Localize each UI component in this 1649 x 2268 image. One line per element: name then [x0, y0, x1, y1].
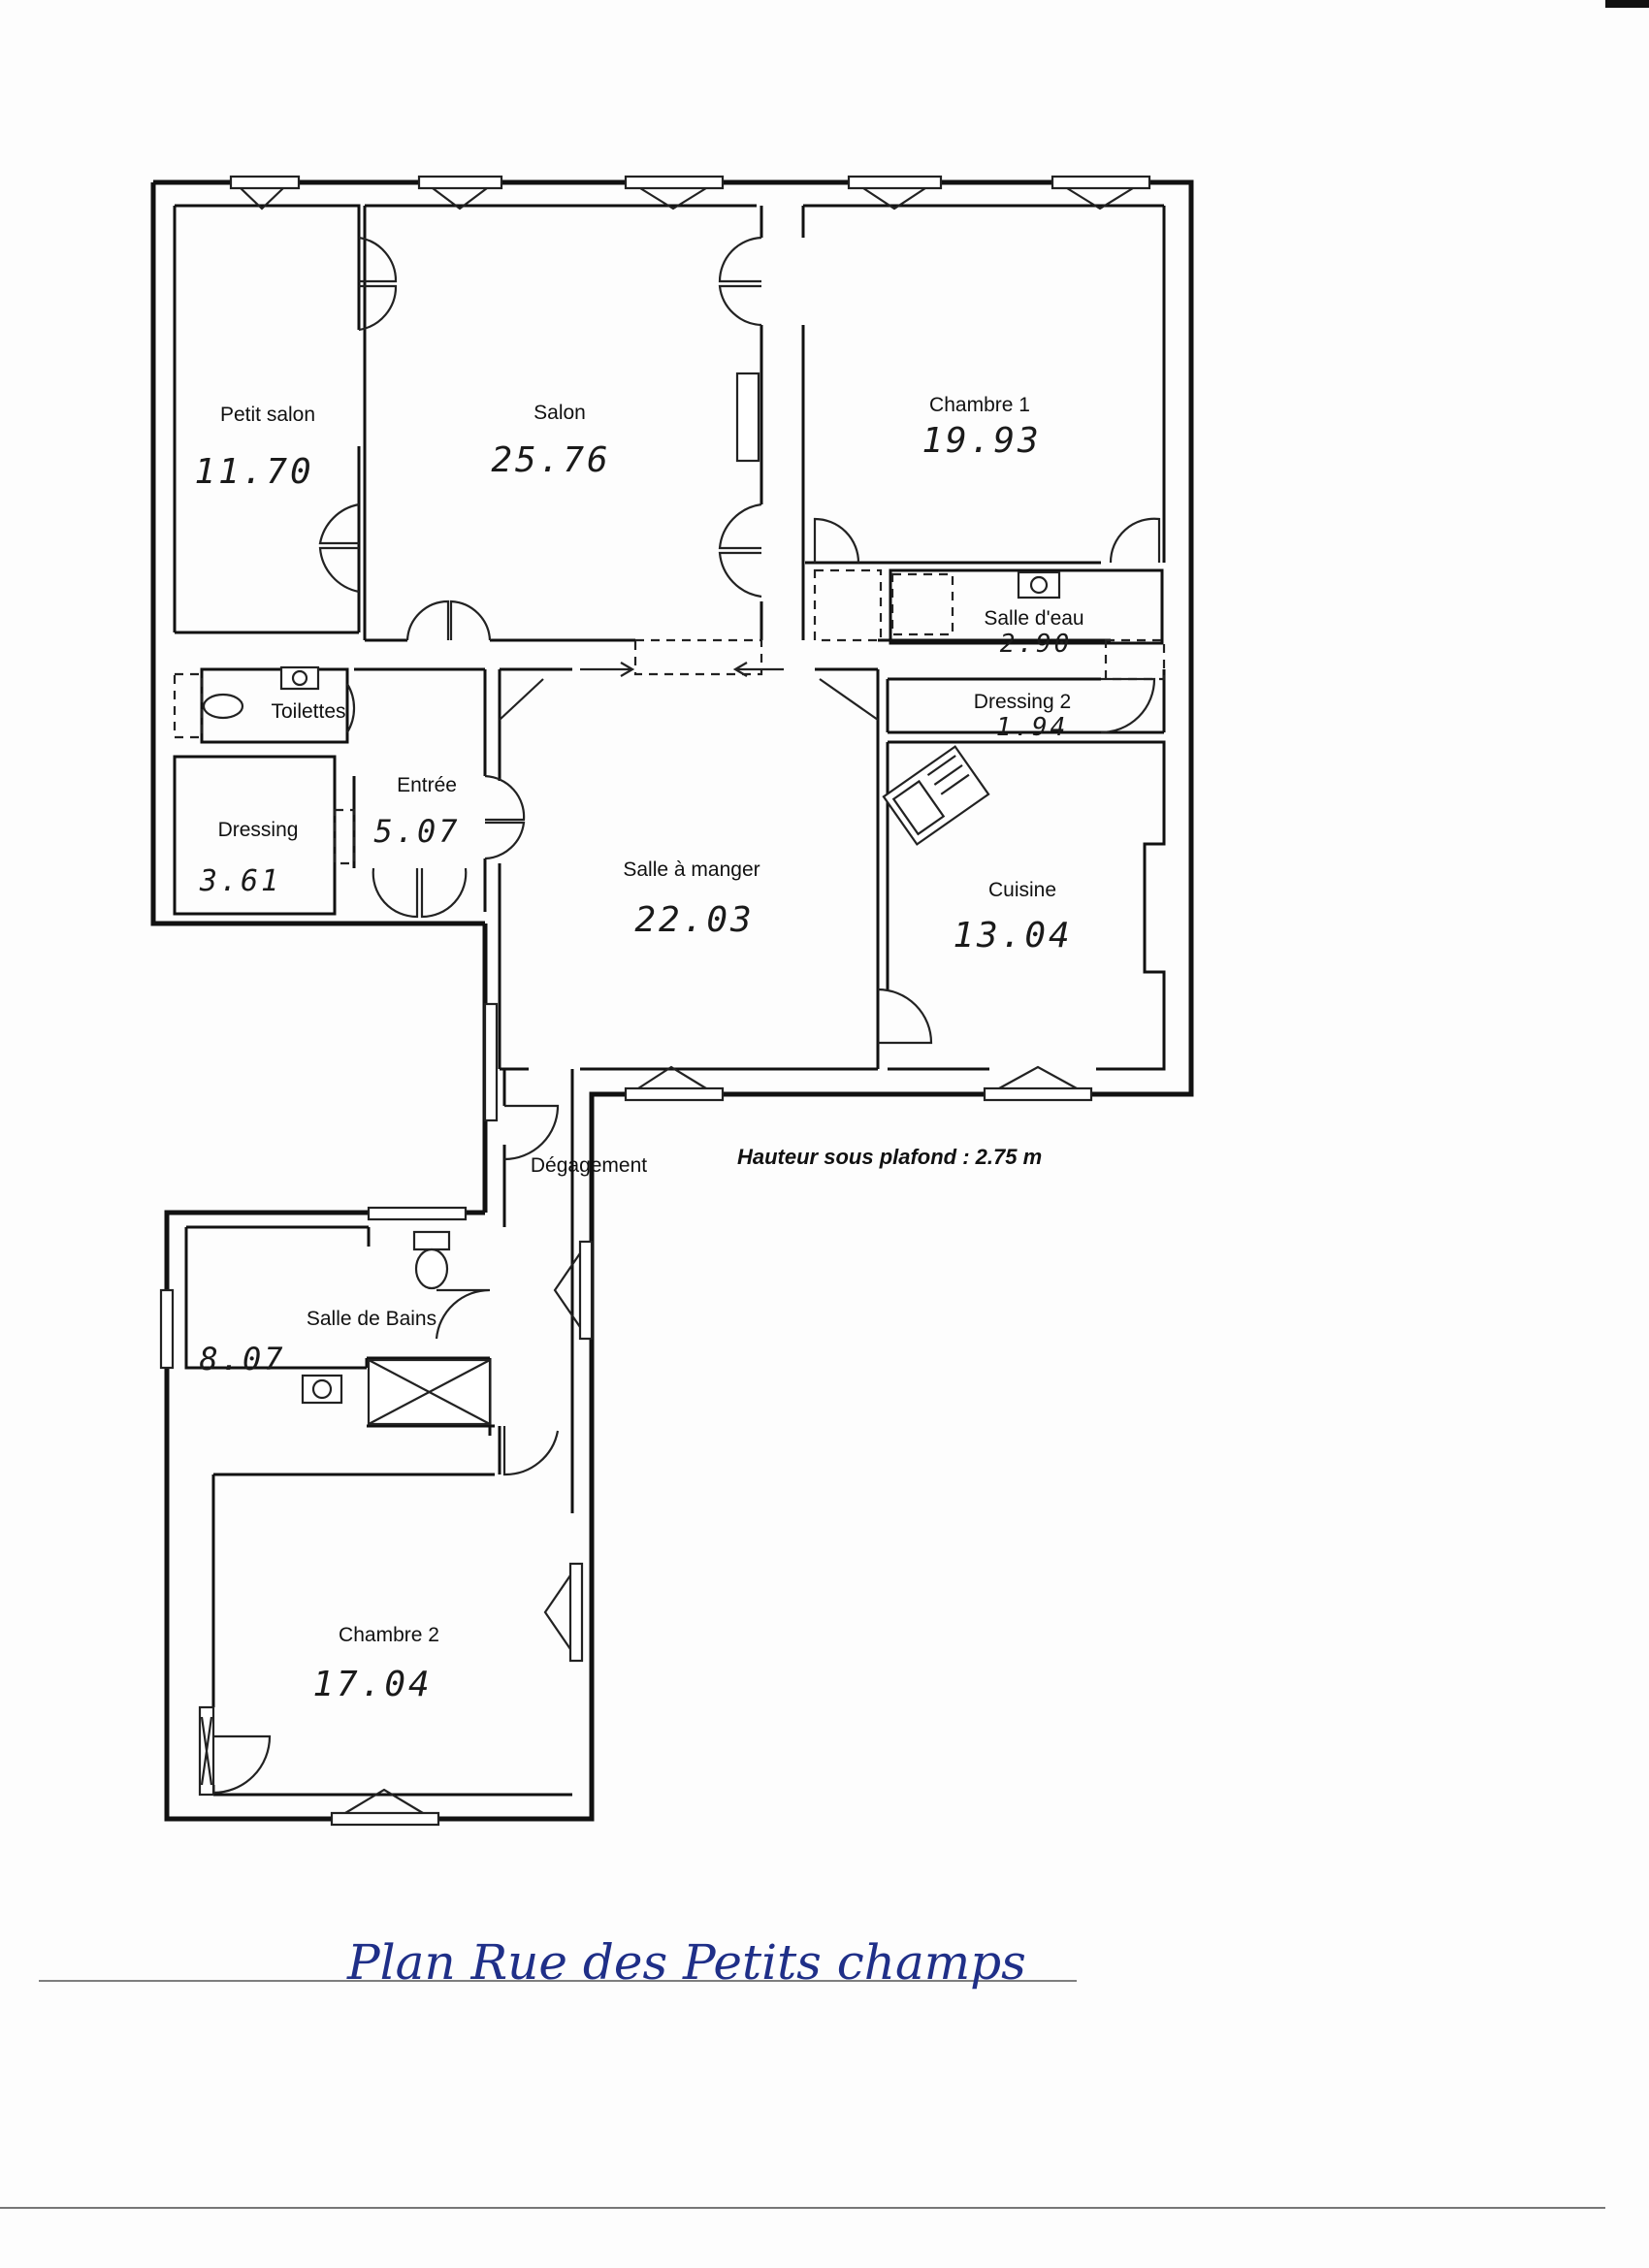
room-name-entree: Entrée	[397, 774, 457, 796]
plan-caption: Plan Rue des Petits champs	[346, 1934, 1026, 1991]
window	[483, 1002, 499, 1122]
scan-mark	[1605, 0, 1649, 8]
window	[624, 1065, 725, 1102]
window	[983, 1065, 1093, 1102]
room-name-degagement: Dégagement	[531, 1154, 647, 1177]
windows	[159, 175, 1151, 1827]
room-name-chambre-2: Chambre 2	[339, 1624, 439, 1646]
window	[1051, 175, 1151, 211]
room-name-dressing: Dressing	[218, 819, 299, 841]
window	[330, 1788, 440, 1827]
window	[735, 372, 760, 463]
room-name-cuisine: Cuisine	[988, 879, 1056, 901]
window	[367, 1206, 468, 1221]
room-name-toilettes: Toilettes	[271, 700, 345, 723]
room-name-salon: Salon	[534, 402, 586, 424]
room-area-chambre-1: 19.93	[922, 421, 1041, 461]
room-name-dressing-2: Dressing 2	[974, 691, 1071, 713]
room-area-dressing-2: 1.94	[996, 713, 1069, 742]
doors	[173, 236, 1166, 1797]
window	[624, 175, 725, 211]
window	[229, 175, 301, 211]
room-area-salle-eau: 2.90	[1000, 630, 1073, 659]
room-area-salle-a-manger: 22.03	[634, 900, 754, 940]
window	[543, 1562, 584, 1663]
room-name-salle-eau: Salle d'eau	[984, 607, 1083, 630]
ceiling-height-note: Hauteur sous plafond : 2.75 m	[737, 1145, 1042, 1169]
room-name-salle-a-manger: Salle à manger	[623, 859, 760, 881]
interior-walls	[173, 204, 1166, 1797]
room-name-chambre-1: Chambre 1	[929, 394, 1030, 416]
room-name-salle-de-bains: Salle de Bains	[307, 1308, 436, 1330]
window	[417, 175, 503, 211]
room-labels: Petit salon 11.70 Salon 25.76 Chambre 1 …	[194, 394, 1083, 1704]
window	[847, 175, 943, 211]
room-area-chambre-2: 17.04	[312, 1665, 432, 1704]
room-area-entree: 5.07	[373, 813, 460, 850]
room-area-salon: 25.76	[491, 440, 610, 480]
fixtures	[202, 570, 1061, 1426]
room-area-petit-salon: 11.70	[194, 452, 313, 492]
window	[553, 1240, 594, 1341]
room-area-dressing: 3.61	[199, 864, 281, 898]
room-name-petit-salon: Petit salon	[220, 404, 315, 426]
room-area-cuisine: 13.04	[953, 916, 1072, 956]
room-area-salle-de-bains: 8.07	[199, 1341, 285, 1377]
window	[159, 1288, 175, 1370]
